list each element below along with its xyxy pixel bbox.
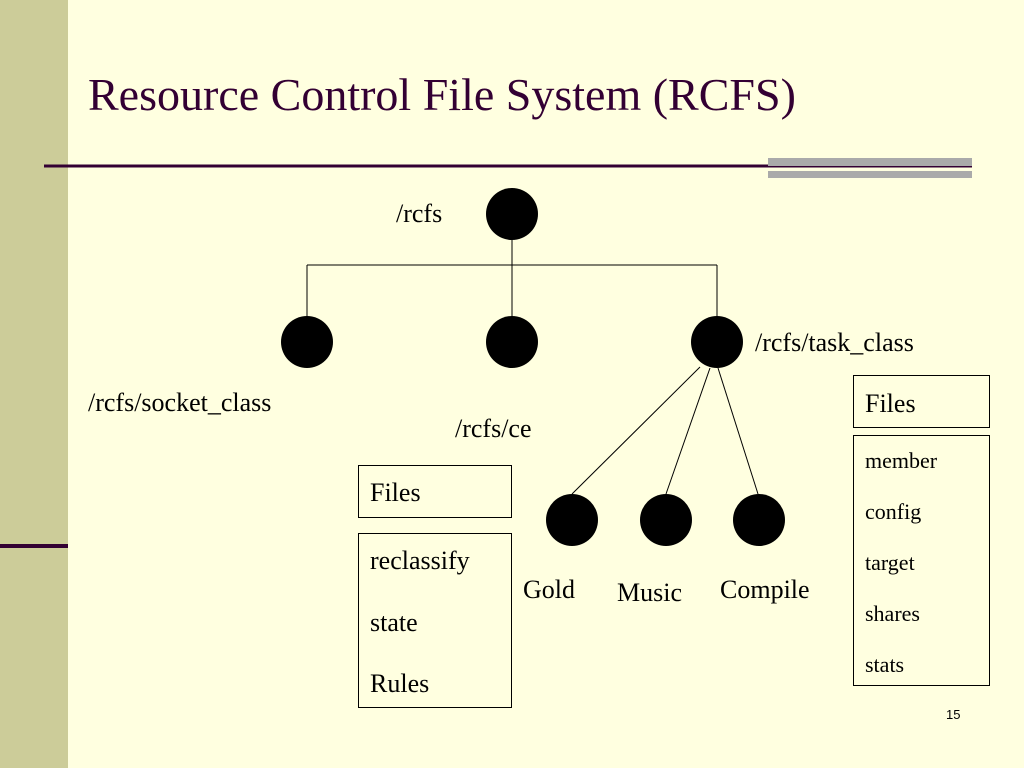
task-file-item: target [865, 550, 915, 575]
node-task-class [691, 316, 743, 368]
node-root [486, 188, 538, 240]
node-music [640, 494, 692, 546]
task-files-list-box: member config target shares stats [853, 435, 990, 686]
edge-task-gold [571, 366, 701, 495]
accent-bar-lower [768, 171, 972, 178]
gold-label: Gold [523, 575, 575, 604]
task-files-header-box: Files [853, 375, 990, 428]
ce-files-header: Files [370, 478, 421, 507]
ce-file-item: reclassify [370, 546, 470, 575]
node-gold [546, 494, 598, 546]
ce-files-header-box: Files [358, 465, 512, 518]
ce-files-list-box: reclassify state Rules [358, 533, 512, 708]
root-label: /rcfs [396, 199, 443, 228]
edge-task-compile [717, 367, 759, 495]
edge-task-music [665, 367, 711, 495]
task-file-item: member [865, 448, 938, 473]
task-file-item: config [865, 499, 922, 524]
task-file-item: shares [865, 601, 920, 626]
task-files-header: Files [865, 389, 916, 418]
music-label: Music [617, 578, 682, 607]
slide-number: 15 [946, 707, 961, 722]
ce-label: /rcfs/ce [455, 414, 532, 443]
compile-label: Compile [720, 575, 810, 604]
ce-file-item: state [370, 608, 418, 637]
accent-bar [768, 158, 972, 166]
page-title: Resource Control File System (RCFS) [88, 69, 796, 120]
task-file-item: stats [865, 652, 905, 677]
node-ce [486, 316, 538, 368]
socket-class-label: /rcfs/socket_class [88, 388, 272, 417]
ce-file-item: Rules [370, 669, 430, 698]
node-compile [733, 494, 785, 546]
sidebar-band [0, 0, 68, 768]
node-socket-class [281, 316, 333, 368]
task-class-label: /rcfs/task_class [755, 328, 914, 357]
